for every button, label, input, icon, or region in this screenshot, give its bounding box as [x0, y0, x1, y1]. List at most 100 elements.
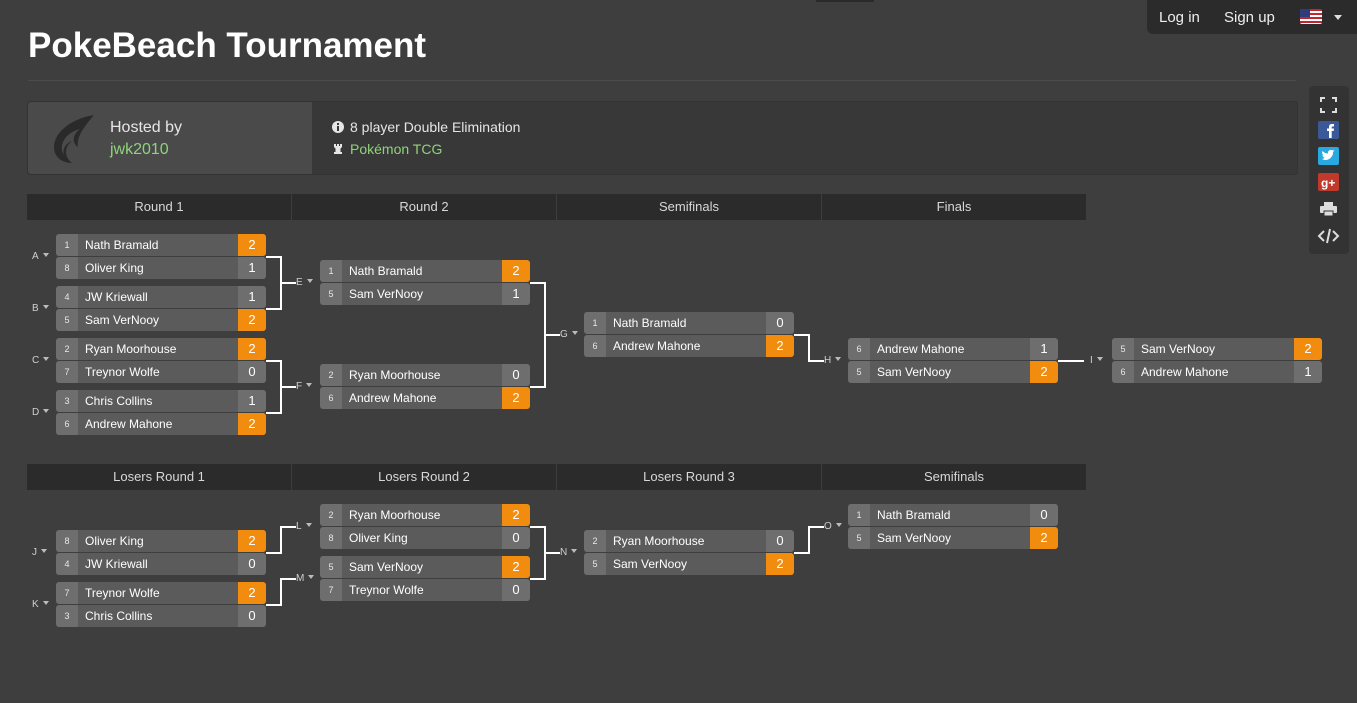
chevron-down-icon[interactable] — [1334, 15, 1342, 20]
format-row: 8 player Double Elimination — [332, 119, 520, 135]
seed: 8 — [320, 527, 342, 549]
player-name[interactable]: Sam VerNooy — [342, 283, 502, 305]
player-name[interactable]: Nath Bramald — [606, 312, 766, 334]
match-label[interactable]: C — [32, 355, 50, 366]
player-name[interactable]: Treynor Wolfe — [342, 579, 502, 601]
match-b[interactable]: B 4 JW Kriewall 1 5 Sam VerNooy 2 — [32, 286, 266, 332]
player-name[interactable]: JW Kriewall — [78, 553, 238, 575]
score: 2 — [1030, 361, 1058, 383]
player-name[interactable]: JW Kriewall — [78, 286, 238, 308]
seed: 1 — [584, 312, 606, 334]
player-name[interactable]: Andrew Mahone — [606, 335, 766, 357]
player-name[interactable]: Sam VerNooy — [342, 556, 502, 578]
embed-icon[interactable] — [1317, 226, 1340, 246]
match-label[interactable]: O — [824, 521, 842, 532]
header-losers-round-2: Losers Round 2 — [292, 464, 556, 490]
score: 2 — [238, 309, 266, 331]
match-label[interactable]: L — [296, 521, 312, 532]
player-name[interactable]: Andrew Mahone — [342, 387, 502, 409]
match-h[interactable]: H 6 Andrew Mahone 1 5 Sam VerNooy 2 — [824, 338, 1058, 384]
header-round-1: Round 1 — [27, 194, 291, 220]
player-name[interactable]: Chris Collins — [78, 605, 238, 627]
seed: 7 — [56, 361, 78, 383]
match-d[interactable]: D 3 Chris Collins 1 6 Andrew Mahone 2 — [32, 390, 266, 436]
host-logo-icon — [54, 115, 94, 163]
match-i[interactable]: I 5 Sam VerNooy 2 6 Andrew Mahone 1 — [1090, 338, 1322, 384]
player-name[interactable]: Nath Bramald — [78, 234, 238, 256]
header-finals: Finals — [822, 194, 1086, 220]
match-label[interactable]: D — [32, 407, 50, 418]
player-name[interactable]: Chris Collins — [78, 390, 238, 412]
fullscreen-icon[interactable] — [1317, 95, 1340, 115]
login-link[interactable]: Log in — [1159, 9, 1200, 26]
google-plus-icon[interactable]: g+ — [1317, 172, 1340, 192]
player-name[interactable]: Oliver King — [78, 257, 238, 279]
header-semifinals: Semifinals — [557, 194, 821, 220]
match-label[interactable]: E — [296, 277, 313, 288]
player-name[interactable]: Ryan Moorhouse — [342, 364, 502, 386]
seed: 5 — [56, 309, 78, 331]
score: 0 — [1030, 504, 1058, 526]
player-name[interactable]: Andrew Mahone — [870, 338, 1030, 360]
player-name[interactable]: Oliver King — [342, 527, 502, 549]
match-label[interactable]: A — [32, 251, 49, 262]
score: 0 — [766, 530, 794, 552]
player-name[interactable]: Andrew Mahone — [1134, 361, 1294, 383]
player-name[interactable]: Nath Bramald — [870, 504, 1030, 526]
match-g[interactable]: G 1 Nath Bramald 0 6 Andrew Mahone 2 — [560, 312, 794, 358]
player-name[interactable]: Treynor Wolfe — [78, 582, 238, 604]
match-label[interactable]: H — [824, 355, 842, 366]
host-name-link[interactable]: jwk2010 — [110, 141, 169, 158]
divider — [28, 80, 1296, 81]
match-label[interactable]: I — [1090, 355, 1103, 366]
match-label[interactable]: N — [560, 547, 578, 558]
player-name[interactable]: Sam VerNooy — [870, 361, 1030, 383]
facebook-icon[interactable] — [1317, 120, 1340, 140]
seed: 7 — [320, 579, 342, 601]
match-a[interactable]: A 1 Nath Bramald 2 8 Oliver King 1 — [32, 234, 266, 280]
player-name[interactable]: Sam VerNooy — [606, 553, 766, 575]
score: 1 — [238, 286, 266, 308]
score: 1 — [502, 283, 530, 305]
player-name[interactable]: Sam VerNooy — [1134, 338, 1294, 360]
score: 2 — [238, 530, 266, 552]
match-label[interactable]: J — [32, 547, 47, 558]
match-l[interactable]: L 2 Ryan Moorhouse 2 8 Oliver King 0 — [296, 504, 530, 550]
match-c[interactable]: C 2 Ryan Moorhouse 2 7 Treynor Wolfe 0 — [32, 338, 266, 384]
match-f[interactable]: F 2 Ryan Moorhouse 0 6 Andrew Mahone 2 — [296, 364, 530, 410]
page-title: PokeBeach Tournament — [28, 26, 427, 65]
player-name[interactable]: Ryan Moorhouse — [78, 338, 238, 360]
seed: 8 — [56, 530, 78, 552]
player-name[interactable]: Ryan Moorhouse — [606, 530, 766, 552]
match-o[interactable]: O 1 Nath Bramald 0 5 Sam VerNooy 2 — [824, 504, 1058, 550]
match-e[interactable]: E 1 Nath Bramald 2 5 Sam VerNooy 1 — [296, 260, 530, 306]
match-label[interactable]: F — [296, 381, 313, 392]
match-label[interactable]: B — [32, 303, 49, 314]
print-icon[interactable] — [1317, 199, 1340, 219]
player-name[interactable]: Treynor Wolfe — [78, 361, 238, 383]
score: 2 — [238, 582, 266, 604]
twitter-icon[interactable] — [1317, 146, 1340, 166]
player-name[interactable]: Oliver King — [78, 530, 238, 552]
seed: 3 — [56, 390, 78, 412]
seed: 5 — [848, 361, 870, 383]
us-flag-icon[interactable] — [1300, 9, 1322, 24]
player-name[interactable]: Sam VerNooy — [870, 527, 1030, 549]
match-label[interactable]: M — [296, 573, 315, 584]
match-k[interactable]: K 7 Treynor Wolfe 2 3 Chris Collins 0 — [32, 582, 266, 628]
header-losers-round-3: Losers Round 3 — [557, 464, 821, 490]
seed: 3 — [56, 605, 78, 627]
signup-link[interactable]: Sign up — [1224, 9, 1275, 26]
player-name[interactable]: Andrew Mahone — [78, 413, 238, 435]
match-label[interactable]: G — [560, 329, 578, 340]
player-name[interactable]: Nath Bramald — [342, 260, 502, 282]
match-n[interactable]: N 2 Ryan Moorhouse 0 5 Sam VerNooy 2 — [560, 530, 794, 576]
header-round-2: Round 2 — [292, 194, 556, 220]
match-label[interactable]: K — [32, 599, 49, 610]
match-j[interactable]: J 8 Oliver King 2 4 JW Kriewall 0 — [32, 530, 266, 576]
match-m[interactable]: M 5 Sam VerNooy 2 7 Treynor Wolfe 0 — [296, 556, 530, 602]
player-name[interactable]: Sam VerNooy — [78, 309, 238, 331]
seed: 1 — [56, 234, 78, 256]
player-name[interactable]: Ryan Moorhouse — [342, 504, 502, 526]
game-link[interactable]: Pokémon TCG — [350, 141, 443, 157]
